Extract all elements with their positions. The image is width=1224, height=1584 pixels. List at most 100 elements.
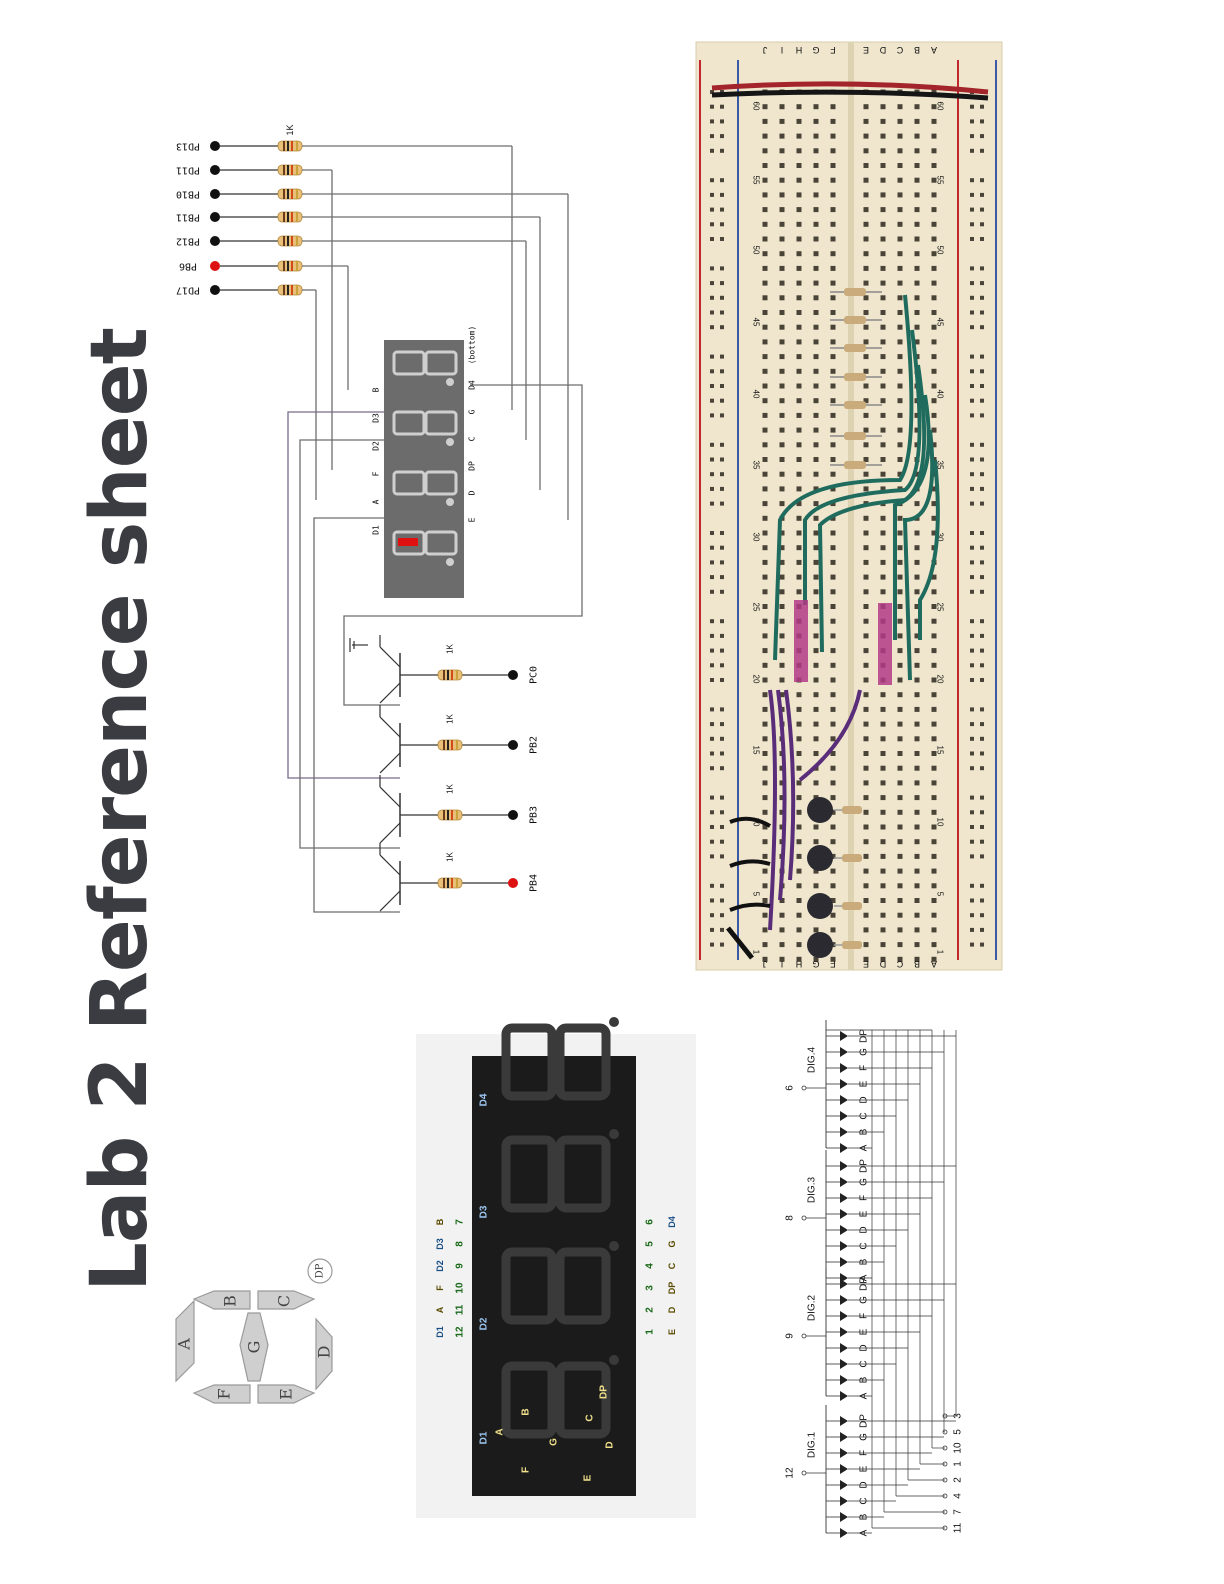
hole (830, 251, 836, 257)
hole (931, 662, 937, 668)
hole (779, 898, 785, 903)
rail-hole (970, 795, 974, 800)
hole (779, 207, 785, 213)
hole (880, 251, 886, 257)
hole (914, 824, 920, 830)
segment-label: G (245, 1341, 264, 1354)
hole (813, 751, 819, 756)
hole (880, 280, 886, 286)
pin-function-label: G (667, 1240, 677, 1247)
hole (830, 471, 836, 477)
hole (796, 780, 802, 786)
rail-hole (710, 795, 714, 800)
resistor-body (844, 288, 866, 296)
column-number: 45 (936, 318, 945, 327)
hole (813, 868, 819, 874)
rail-hole (980, 663, 984, 668)
column-number: 5 (936, 892, 945, 897)
pin-terminal (942, 1429, 948, 1435)
hole (880, 457, 886, 462)
rail-hole (980, 384, 984, 388)
resistor-band (447, 670, 449, 680)
hole (863, 736, 869, 742)
pin-terminal (801, 1215, 807, 1221)
green-wire (902, 429, 935, 681)
hole (880, 221, 886, 227)
resistor-band (291, 141, 293, 151)
hole (779, 163, 785, 168)
hole (813, 589, 819, 595)
hole (863, 192, 869, 198)
digit (501, 1241, 619, 1325)
hole (880, 809, 886, 815)
hole (880, 927, 886, 933)
hole (914, 118, 920, 124)
hole (914, 853, 920, 859)
resistor (277, 188, 303, 200)
hole (914, 339, 920, 345)
rail-hole (710, 413, 714, 418)
hole (863, 104, 869, 110)
resistor-band (447, 740, 449, 750)
hole (830, 604, 836, 609)
hole (863, 559, 869, 565)
rail-hole (720, 295, 724, 300)
resistor-band (443, 740, 445, 750)
led-diode (840, 1127, 848, 1137)
hole (863, 354, 869, 360)
hole (762, 942, 768, 948)
hole (897, 942, 903, 948)
hole (796, 265, 802, 271)
resistor-band (447, 810, 449, 820)
resistor-band (287, 285, 289, 295)
hole (762, 192, 768, 198)
hole (830, 751, 836, 756)
hole (914, 912, 920, 918)
hole (796, 574, 802, 580)
segment-label: B (221, 1295, 240, 1307)
hole (796, 589, 802, 595)
hole (914, 427, 920, 433)
segment-label: F (521, 1467, 532, 1473)
pin-terminal (801, 1333, 807, 1339)
rail-hole (720, 648, 724, 653)
pin-dot (210, 285, 220, 295)
segment-d (315, 1317, 333, 1391)
black-jumper (729, 902, 771, 912)
hole (880, 824, 886, 830)
rail-hole (970, 413, 974, 418)
resistor-band (296, 236, 298, 246)
rail-hole (710, 942, 714, 947)
led-diode (840, 1496, 848, 1506)
hole (830, 868, 836, 874)
hole (762, 574, 768, 580)
rail-hole (980, 325, 984, 330)
digit-label: D4 (479, 1093, 490, 1106)
hole (931, 486, 937, 492)
digit-pin-number: 12 (785, 1467, 796, 1479)
hole (880, 471, 886, 477)
hole (830, 618, 836, 624)
hole (880, 706, 886, 712)
rail-hole (970, 648, 974, 653)
hole (779, 912, 785, 918)
hole (931, 280, 937, 286)
hole (830, 780, 836, 786)
resistor-band (283, 285, 285, 295)
hole (914, 662, 920, 668)
pin-dot (210, 165, 220, 175)
segment-outline (424, 410, 458, 436)
rail-hole (980, 413, 984, 418)
hole (897, 310, 903, 315)
hole (931, 163, 937, 168)
rail-hole (720, 325, 724, 330)
resistor-label: 1K (446, 851, 455, 861)
rail-hole (710, 575, 714, 580)
rail-hole (980, 457, 984, 462)
hole (931, 853, 937, 859)
hole (897, 471, 903, 477)
hole (830, 883, 836, 889)
resistor-body (844, 344, 866, 352)
rail-hole (710, 633, 714, 638)
led-diode (840, 1295, 848, 1305)
